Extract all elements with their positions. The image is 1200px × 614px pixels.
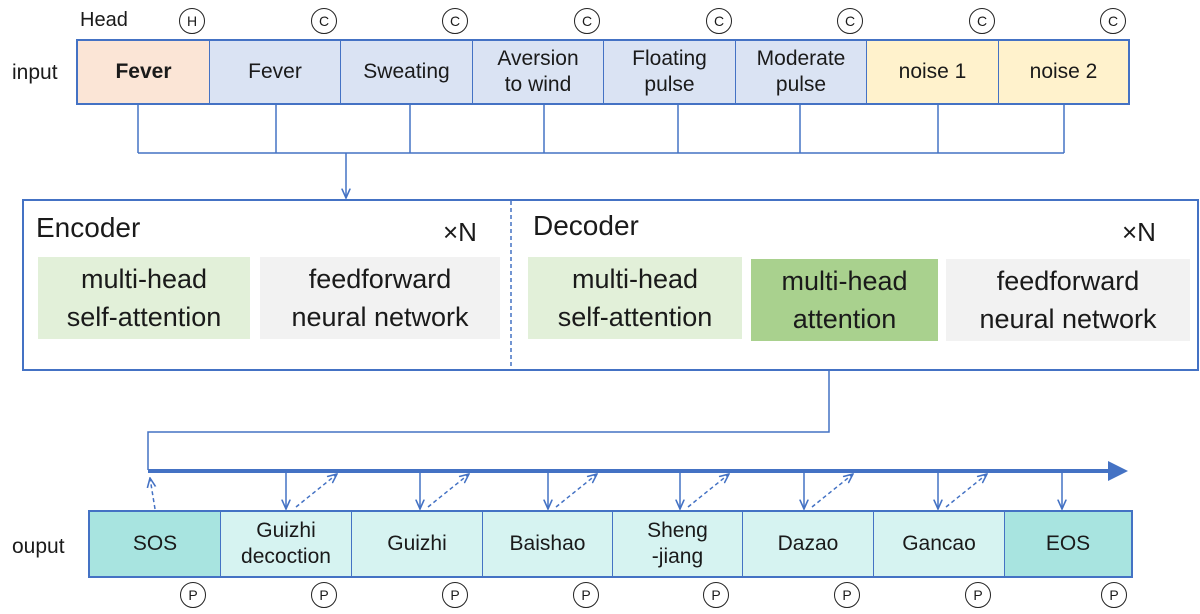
output-token: Sheng -jiang	[613, 512, 743, 576]
token-text: feedforward neural network	[291, 264, 469, 332]
context-badge: C	[969, 8, 995, 34]
token-text: Moderate pulse	[756, 47, 846, 96]
token-text: multi-head attention	[781, 266, 908, 334]
token-text: multi-head self-attention	[66, 264, 222, 332]
output-feedback-arrow	[945, 474, 987, 508]
output-token: Guizhi	[352, 512, 483, 576]
decoder-self-attention-block: multi-head self-attention	[528, 257, 742, 339]
decoder-title: Decoder	[533, 210, 639, 241]
position-badge: P	[703, 582, 729, 608]
input-token: noise 1	[867, 41, 999, 103]
input-token: Aversion to wind	[473, 41, 604, 103]
transformer-box	[22, 199, 1199, 371]
token-text: Fever	[115, 60, 172, 83]
token-text: Floating pulse	[632, 47, 707, 96]
input-token-head: Fever	[78, 41, 210, 103]
token-text: Guizhi	[387, 532, 447, 555]
token-text: Aversion to wind	[497, 47, 579, 96]
position-badge: P	[180, 582, 206, 608]
token-text: SOS	[132, 532, 178, 555]
token-text: EOS	[1045, 532, 1091, 555]
token-text: Dazao	[777, 532, 839, 555]
output-feedback-arrow	[555, 474, 597, 508]
input-token: Sweating	[341, 41, 473, 103]
output-token-eos: EOS	[1005, 512, 1131, 576]
context-badge: C	[442, 8, 468, 34]
context-badge: C	[837, 8, 863, 34]
token-text: Baishao	[509, 532, 586, 555]
token-text: Fever	[248, 60, 302, 83]
output-feedback-arrow	[150, 478, 155, 510]
decoder-feedforward-block: feedforward neural network	[946, 259, 1190, 341]
input-token: Moderate pulse	[736, 41, 867, 103]
position-badge: P	[965, 582, 991, 608]
input-token: noise 2	[999, 41, 1128, 103]
token-text: noise 1	[898, 60, 967, 83]
token-text: feedforward neural network	[979, 266, 1157, 334]
decoder-cross-attention-block: multi-head attention	[751, 259, 938, 341]
output-feedback-arrow	[427, 474, 469, 508]
decoder-repeat: ×N	[1122, 217, 1156, 247]
token-text: Guizhi decoction	[241, 519, 331, 568]
context-badge: C	[574, 8, 600, 34]
output-feedback-arrow	[295, 474, 337, 508]
encoder-feedforward-block: feedforward neural network	[260, 257, 500, 339]
head-badge: H	[179, 8, 205, 34]
context-badge: C	[1100, 8, 1126, 34]
context-badge: C	[311, 8, 337, 34]
output-token: Guizhi decoction	[221, 512, 352, 576]
output-token-sos: SOS	[90, 512, 221, 576]
head-label: Head	[80, 9, 128, 31]
position-badge: P	[1101, 582, 1127, 608]
encoder-title: Encoder	[36, 212, 141, 243]
input-token: Fever	[210, 41, 341, 103]
output-token: Gancao	[874, 512, 1005, 576]
position-badge: P	[311, 582, 337, 608]
output-token-row: SOS Guizhi decoction Guizhi Baishao Shen…	[88, 510, 1133, 578]
context-badge: C	[706, 8, 732, 34]
input-token: Floating pulse	[604, 41, 736, 103]
input-label: input	[12, 61, 58, 84]
position-badge: P	[573, 582, 599, 608]
encoder-repeat: ×N	[443, 217, 477, 247]
position-badge: P	[834, 582, 860, 608]
input-token-row: Fever Fever Sweating Aversion to wind Fl…	[76, 39, 1130, 105]
output-token: Dazao	[743, 512, 874, 576]
encoder-self-attention-block: multi-head self-attention	[38, 257, 250, 339]
decoder-output-bracket	[147, 371, 830, 470]
token-text: Gancao	[902, 532, 976, 555]
token-text: multi-head self-attention	[557, 264, 713, 332]
token-text: noise 2	[1029, 60, 1098, 83]
output-feedback-arrow	[811, 474, 853, 508]
position-badge: P	[442, 582, 468, 608]
output-feedback-arrow	[687, 474, 729, 508]
token-text: Sweating	[363, 60, 450, 83]
output-token: Baishao	[483, 512, 613, 576]
token-text: Sheng -jiang	[647, 519, 708, 568]
output-label: ouput	[12, 535, 65, 558]
